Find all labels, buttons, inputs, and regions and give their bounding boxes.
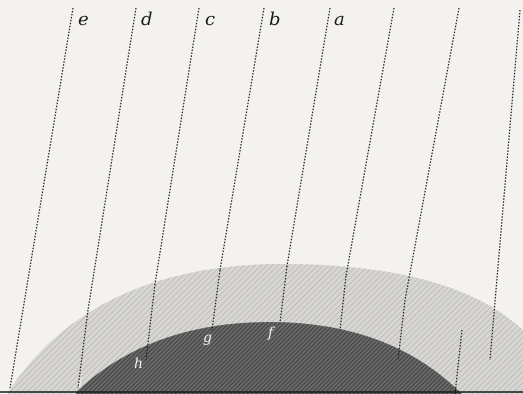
ray-label-a: a [334,9,345,30]
ray-b [219,7,265,271]
earth-surface [76,322,462,394]
ray-b-refracted [279,265,288,324]
ray-6-refracted [397,299,406,361]
ray-a-refracted [339,275,347,331]
point-label-i: i [78,376,82,392]
ray-d [87,7,137,311]
ray-label-b: b [269,9,281,30]
point-label-f: f [267,325,276,341]
ray-e [9,7,74,389]
ray-label-c: c [205,9,215,30]
ray-label-e: e [78,9,89,30]
ray-a [286,7,331,267]
ray-c [154,7,200,285]
light-rays [9,7,521,394]
ray-e-refracted [77,309,89,389]
point-label-h: h [134,356,143,372]
ray-label-d: d [141,9,153,30]
ray-d-refracted [145,283,156,361]
ray-8 [489,9,521,361]
point-label-g: g [203,330,212,346]
ray-7 [404,7,460,301]
ray-6 [345,7,395,277]
ray-c-refracted [211,269,221,331]
